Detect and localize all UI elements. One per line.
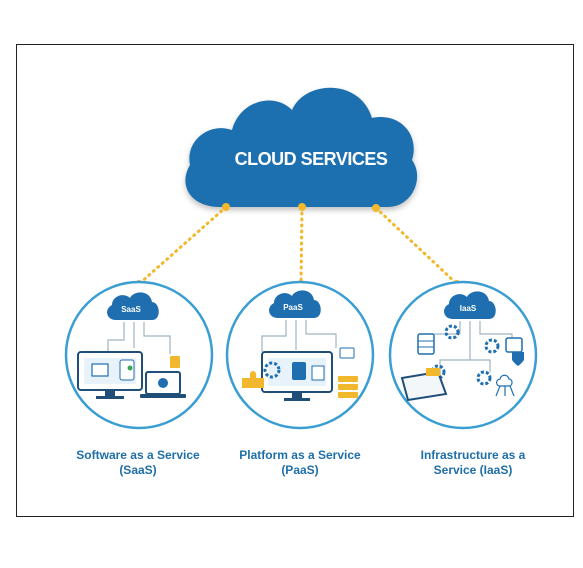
laptop-icon bbox=[400, 368, 448, 402]
gear-icon bbox=[263, 361, 281, 379]
mini-cloud-saas bbox=[107, 292, 159, 320]
gear-icon bbox=[430, 364, 446, 380]
paas-illustration bbox=[242, 347, 358, 401]
iaas-caption: Infrastructure as a Service (IaaS) bbox=[383, 448, 563, 478]
folder-icon bbox=[339, 347, 355, 359]
paas-caption-line2: (PaaS) bbox=[281, 463, 319, 477]
saas-caption-line1: Software as a Service bbox=[76, 448, 200, 462]
connector-lines bbox=[137, 205, 459, 286]
database-icon bbox=[292, 362, 306, 380]
folder-icon bbox=[91, 363, 109, 377]
iaas-caption-line2: Service (IaaS) bbox=[433, 463, 513, 477]
connector-paas bbox=[299, 205, 304, 286]
iaas-caption-line1: Infrastructure as a bbox=[420, 448, 526, 462]
connector-dot bbox=[222, 203, 230, 211]
saas-caption-line2: (SaaS) bbox=[119, 463, 157, 477]
gear-icon bbox=[484, 338, 500, 354]
mini-cloud-iaas bbox=[444, 291, 496, 319]
connector-iaas bbox=[374, 206, 459, 286]
puzzle-icon bbox=[242, 371, 264, 388]
user-icon bbox=[158, 378, 168, 388]
shield-icon bbox=[512, 352, 524, 366]
connector-dot bbox=[298, 203, 306, 211]
network-icon bbox=[505, 337, 523, 353]
cloud-services-title: CLOUD SERVICES bbox=[234, 149, 388, 169]
connector-dots bbox=[135, 203, 461, 288]
phone-icon bbox=[119, 359, 135, 381]
gear-icon bbox=[444, 324, 460, 340]
saas-caption: Software as a Service (SaaS) bbox=[48, 448, 228, 478]
iaas-badge: IaaS bbox=[459, 304, 477, 313]
server-icon bbox=[338, 376, 358, 398]
server-stack-icon bbox=[417, 333, 435, 355]
document-icon bbox=[170, 356, 180, 368]
file-icon bbox=[311, 365, 325, 381]
paas-badge: PaaS bbox=[283, 303, 303, 312]
saas-badge: SaaS bbox=[121, 305, 141, 314]
gear-icon bbox=[476, 370, 492, 386]
saas-illustration bbox=[77, 351, 186, 399]
cloud-network-icon bbox=[495, 374, 515, 397]
main-cloud bbox=[185, 87, 418, 207]
iaas-illustration bbox=[400, 324, 524, 402]
connector-dot bbox=[372, 204, 380, 212]
connector-saas bbox=[137, 205, 228, 286]
paas-caption: Platform as a Service (PaaS) bbox=[210, 448, 390, 478]
paas-caption-line1: Platform as a Service bbox=[239, 448, 361, 462]
mini-cloud-paas bbox=[269, 290, 321, 318]
